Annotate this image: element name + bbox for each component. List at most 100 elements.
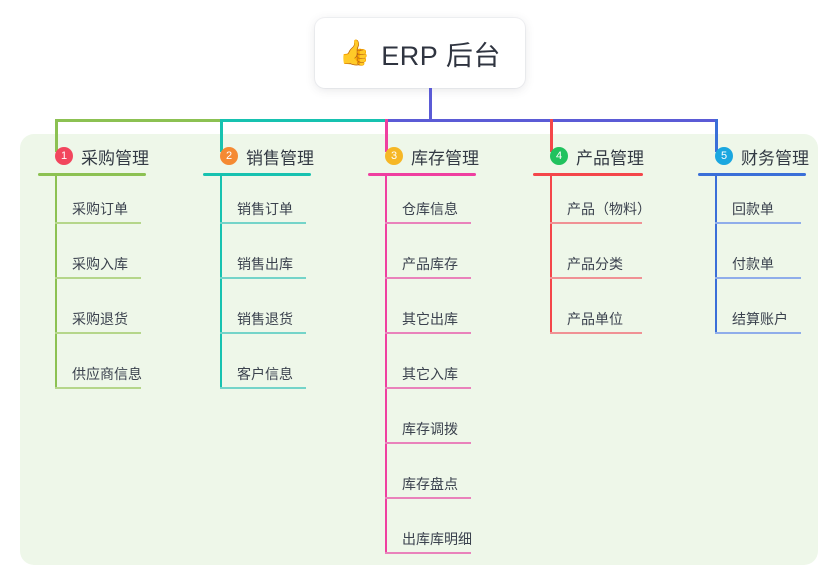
leaf-label: 产品（物料） bbox=[567, 201, 651, 217]
leaf-label: 库存盘点 bbox=[402, 476, 458, 492]
leaf-label: 销售订单 bbox=[237, 201, 293, 217]
leaf-underline bbox=[715, 277, 801, 279]
branch-drop-line-2 bbox=[220, 119, 223, 152]
branch-leaf-item[interactable]: 出库库明细 bbox=[385, 506, 479, 561]
branch-number-badge: 4 bbox=[550, 147, 568, 165]
branch-leaf-item[interactable]: 库存调拨 bbox=[385, 396, 479, 451]
branch-drop-line-4 bbox=[550, 119, 553, 152]
branch-column-5: 5 财务管理回款单付款单结算账户 bbox=[698, 142, 809, 341]
leaf-underline bbox=[55, 387, 141, 389]
leaf-underline bbox=[385, 442, 471, 444]
branches-panel bbox=[20, 134, 818, 565]
leaf-underline bbox=[550, 277, 642, 279]
leaf-underline bbox=[220, 277, 306, 279]
branch-column-4: 4 产品管理产品（物料） 产品分类产品单位 bbox=[533, 142, 651, 341]
branch-leaf-item[interactable]: 采购订单 bbox=[55, 176, 149, 231]
leaf-label: 采购入库 bbox=[72, 256, 128, 272]
branch-header-4[interactable]: 4 产品管理 bbox=[533, 142, 644, 170]
branch-leaf-item[interactable]: 仓库信息 bbox=[385, 176, 479, 231]
branch-leaf-item[interactable]: 销售退货 bbox=[220, 286, 314, 341]
branch-number-badge: 1 bbox=[55, 147, 73, 165]
trunk-line bbox=[429, 88, 432, 122]
leaf-label: 采购订单 bbox=[72, 201, 128, 217]
leaf-underline bbox=[385, 222, 471, 224]
branch-drop-line-3 bbox=[385, 119, 388, 152]
leaf-underline bbox=[385, 552, 471, 554]
branch-leaf-item[interactable]: 回款单 bbox=[715, 176, 809, 231]
branch-leaf-item[interactable]: 产品分类 bbox=[550, 231, 644, 286]
leaf-label: 付款单 bbox=[732, 256, 774, 272]
branch-stem-line bbox=[55, 176, 57, 389]
leaf-label: 采购退货 bbox=[72, 311, 128, 327]
branch-items: 产品（物料） 产品分类产品单位 bbox=[533, 176, 651, 341]
leaf-label: 销售出库 bbox=[237, 256, 293, 272]
branch-leaf-item[interactable]: 其它入库 bbox=[385, 341, 479, 396]
leaf-label: 出库库明细 bbox=[402, 531, 472, 547]
branch-leaf-item[interactable]: 客户信息 bbox=[220, 341, 314, 396]
root-node[interactable]: 👍 ERP 后台 bbox=[315, 18, 525, 88]
leaf-label: 产品单位 bbox=[567, 311, 623, 327]
branch-title: 财务管理 bbox=[741, 148, 809, 168]
branch-title: 采购管理 bbox=[81, 148, 149, 168]
leaf-label: 产品分类 bbox=[567, 256, 623, 272]
leaf-label: 客户信息 bbox=[237, 366, 293, 382]
branch-title: 产品管理 bbox=[576, 148, 644, 168]
branch-leaf-item[interactable]: 采购退货 bbox=[55, 286, 149, 341]
branch-leaf-item[interactable]: 库存盘点 bbox=[385, 451, 479, 506]
branch-underline bbox=[368, 173, 476, 176]
leaf-label: 供应商信息 bbox=[72, 366, 142, 382]
leaf-underline bbox=[550, 222, 642, 224]
leaf-underline bbox=[55, 222, 141, 224]
branch-title: 销售管理 bbox=[246, 148, 314, 168]
branch-items: 采购订单采购入库采购退货供应商信息 bbox=[38, 176, 149, 396]
thumbs-up-icon: 👍 bbox=[339, 38, 371, 67]
branch-leaf-item[interactable]: 付款单 bbox=[715, 231, 809, 286]
leaf-label: 销售退货 bbox=[237, 311, 293, 327]
branch-drop-line-1 bbox=[55, 119, 58, 152]
branch-underline bbox=[533, 173, 643, 176]
branch-number-badge: 2 bbox=[220, 147, 238, 165]
branch-leaf-item[interactable]: 结算账户 bbox=[715, 286, 809, 341]
branch-underline bbox=[203, 173, 311, 176]
branch-items: 回款单付款单结算账户 bbox=[698, 176, 809, 341]
branch-drop-line-5 bbox=[715, 119, 718, 152]
leaf-underline bbox=[220, 222, 306, 224]
branch-underline bbox=[698, 173, 806, 176]
leaf-label: 库存调拨 bbox=[402, 421, 458, 437]
bus-segment-1 bbox=[55, 119, 223, 122]
branch-leaf-item[interactable]: 其它出库 bbox=[385, 286, 479, 341]
branch-leaf-item[interactable]: 销售订单 bbox=[220, 176, 314, 231]
leaf-underline bbox=[715, 332, 801, 334]
branch-header-5[interactable]: 5 财务管理 bbox=[698, 142, 809, 170]
branch-leaf-item[interactable]: 产品（物料） bbox=[550, 176, 651, 231]
branch-stem-line bbox=[550, 176, 552, 334]
branch-title: 库存管理 bbox=[411, 148, 479, 168]
branch-leaf-item[interactable]: 产品库存 bbox=[385, 231, 479, 286]
branch-leaf-item[interactable]: 销售出库 bbox=[220, 231, 314, 286]
leaf-label: 仓库信息 bbox=[402, 201, 458, 217]
branch-header-1[interactable]: 1 采购管理 bbox=[38, 142, 149, 170]
leaf-underline bbox=[55, 277, 141, 279]
leaf-underline bbox=[220, 387, 306, 389]
leaf-underline bbox=[385, 497, 471, 499]
branch-leaf-item[interactable]: 产品单位 bbox=[550, 286, 644, 341]
leaf-underline bbox=[715, 222, 801, 224]
branch-column-2: 2 销售管理销售订单销售出库销售退货客户信息 bbox=[203, 142, 314, 396]
branch-underline bbox=[38, 173, 146, 176]
branch-leaf-item[interactable]: 供应商信息 bbox=[55, 341, 149, 396]
branch-leaf-item[interactable]: 采购入库 bbox=[55, 231, 149, 286]
root-node-content: 👍 ERP 后台 bbox=[339, 34, 501, 73]
leaf-label: 回款单 bbox=[732, 201, 774, 217]
branch-stem-line bbox=[385, 176, 387, 554]
branch-number-badge: 5 bbox=[715, 147, 733, 165]
branch-stem-line bbox=[220, 176, 222, 389]
leaf-label: 其它出库 bbox=[402, 311, 458, 327]
branch-items: 销售订单销售出库销售退货客户信息 bbox=[203, 176, 314, 396]
branch-header-2[interactable]: 2 销售管理 bbox=[203, 142, 314, 170]
leaf-underline bbox=[385, 277, 471, 279]
leaf-label: 结算账户 bbox=[732, 311, 788, 327]
leaf-label: 其它入库 bbox=[402, 366, 458, 382]
